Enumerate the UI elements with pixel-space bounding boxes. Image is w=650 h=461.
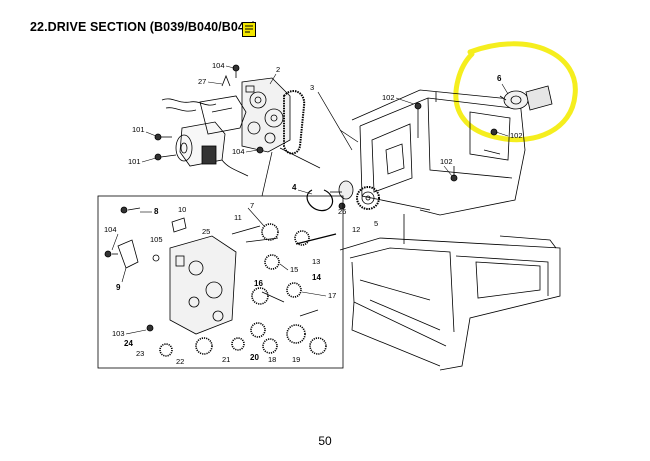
callout-9: 9 (116, 283, 121, 292)
callout-20: 20 (250, 353, 259, 362)
tray-frame (339, 214, 561, 371)
callout-4: 4 (292, 183, 297, 192)
callout-102-c: 102 (440, 157, 453, 166)
callout-3: 3 (310, 83, 314, 92)
callout-17: 17 (328, 291, 336, 300)
highlight-circle (453, 41, 578, 143)
callout-5: 5 (374, 219, 378, 228)
detail-inset (97, 195, 344, 369)
motor-assembly (154, 64, 306, 177)
callout-21: 21 (222, 355, 230, 364)
callout-8: 8 (154, 207, 159, 216)
callout-6: 6 (497, 74, 502, 83)
callout-10: 10 (178, 205, 186, 214)
callout-23: 23 (136, 349, 144, 358)
section-title: 22.DRIVE SECTION (B039/B040/B043) (30, 20, 257, 34)
callout-103: 103 (112, 329, 125, 338)
callout-11: 11 (234, 213, 242, 222)
callout-104: 104 (212, 61, 225, 70)
callout-2: 2 (276, 65, 280, 74)
callout-102-b: 102 (510, 131, 523, 140)
callout-22: 22 (176, 357, 184, 366)
callout-18: 18 (268, 355, 276, 364)
note-icon[interactable] (242, 22, 256, 37)
callout-19: 19 (292, 355, 300, 364)
drive-gears (306, 180, 380, 212)
callout-102: 102 (382, 93, 395, 102)
callout-25: 25 (202, 227, 210, 236)
callout-27: 27 (198, 77, 206, 86)
callout-7: 7 (250, 201, 254, 210)
callout-12: 12 (352, 225, 360, 234)
callout-101-b: 101 (128, 157, 141, 166)
page-number: 50 (318, 434, 332, 448)
callout-26: 26 (338, 207, 346, 216)
main-frame (351, 85, 553, 216)
callout-104-c: 104 (104, 225, 117, 234)
callout-16: 16 (254, 279, 263, 288)
callout-labels: 104 27 2 3 101 101 104 102 6 102 102 4 2… (104, 61, 523, 366)
callout-24: 24 (124, 339, 133, 348)
callout-14: 14 (312, 273, 321, 282)
callout-15: 15 (290, 265, 298, 274)
callout-13: 13 (312, 257, 320, 266)
callout-104-b: 104 (232, 147, 245, 156)
callout-105: 105 (150, 235, 163, 244)
callout-101: 101 (132, 125, 145, 134)
